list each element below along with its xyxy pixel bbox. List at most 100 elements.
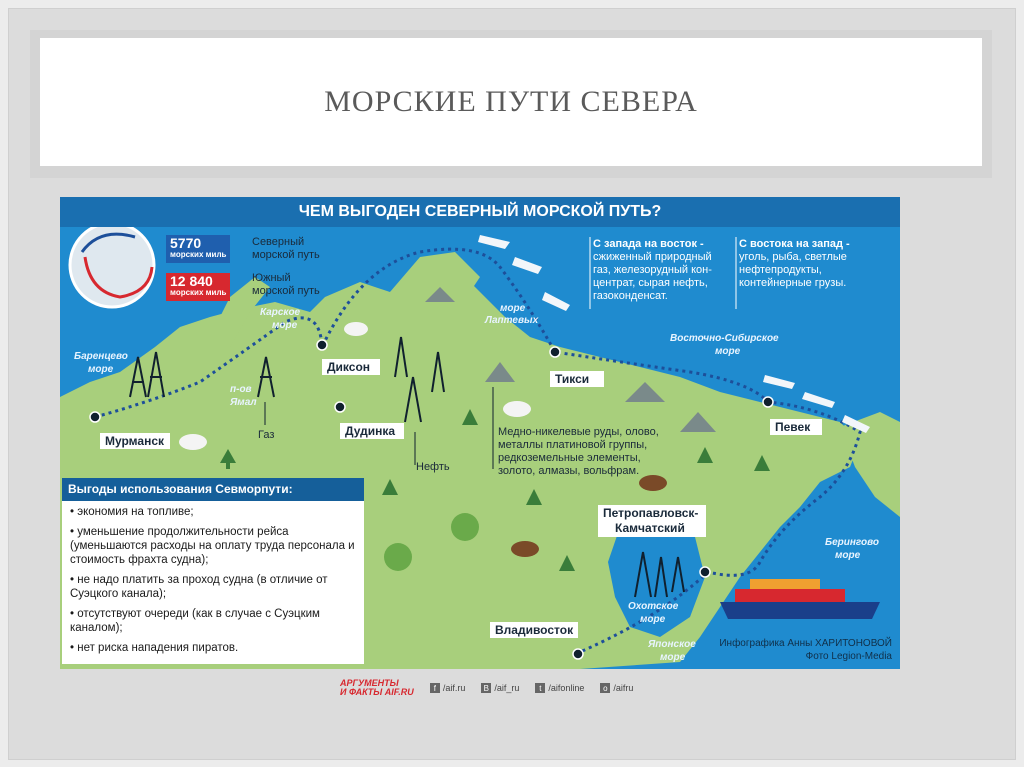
globe-south-route bbox=[83, 256, 154, 299]
sea-labels: Баренцево море Карское море море Лаптевы… bbox=[74, 303, 879, 663]
social-vk-text: /aif_ru bbox=[494, 683, 520, 693]
city-petropavlovsk-2: Камчатский bbox=[615, 521, 685, 535]
tree-icon bbox=[451, 513, 479, 541]
marker-pevek bbox=[762, 396, 774, 408]
legend-north-unit: морских миль bbox=[170, 250, 227, 259]
svg-text:нефтепродукты,: нефтепродукты, bbox=[739, 264, 822, 276]
social-twitter[interactable]: t /aifonline bbox=[535, 683, 584, 693]
oil-rig-icon bbox=[394, 336, 445, 423]
tree-icon bbox=[754, 455, 770, 471]
label-yamal-2: Ямал bbox=[229, 397, 257, 408]
svg-text:редкоземельные элементы,: редкоземельные элементы, bbox=[498, 452, 641, 464]
legend-south: 12 840 морских миль bbox=[166, 273, 231, 301]
legend-south-value: 12 840 bbox=[170, 273, 213, 289]
city-tiksi: Тикси bbox=[555, 372, 589, 386]
northern-route bbox=[94, 247, 862, 654]
tree-icon bbox=[384, 543, 412, 571]
footer: АРГУМЕНТЫ И ФАКТЫ AIF.RU f /aif.ru B /ai… bbox=[340, 678, 680, 698]
polar-bear-icon bbox=[503, 401, 531, 417]
polar-bear-icon bbox=[179, 434, 207, 450]
city-murmansk: Мурманск bbox=[105, 434, 165, 448]
svg-text:газ, железорудный кон-: газ, железорудный кон- bbox=[593, 264, 712, 276]
mine-icon bbox=[425, 287, 455, 302]
sea-okhotsk-2: море bbox=[640, 614, 666, 625]
land-kamchatka bbox=[700, 487, 760, 597]
social-facebook-text: /aif.ru bbox=[442, 683, 466, 693]
mine-icon bbox=[625, 382, 665, 402]
svg-text:газоконденсат.: газоконденсат. bbox=[593, 290, 668, 302]
social-vk[interactable]: B /aif_ru bbox=[481, 683, 519, 693]
logo-line-2: И ФАКТЫ AIF.RU bbox=[340, 687, 414, 697]
sea-japan-2: море bbox=[660, 652, 686, 663]
logo-line-1: АРГУМЕНТЫ bbox=[340, 678, 399, 688]
container-cargo bbox=[735, 589, 845, 602]
city-petropavlovsk-1: Петропавловск- bbox=[603, 506, 698, 520]
legend-labels: Северный морской путь Южный морской путь bbox=[252, 236, 320, 297]
icebreaker-icon bbox=[542, 292, 570, 311]
credit-photo: Фото Legion-Media bbox=[805, 651, 892, 662]
list-item: уменьшение продолжительности рейса (умен… bbox=[70, 525, 356, 567]
city-markers bbox=[89, 339, 774, 660]
sea-japan-1: Японское bbox=[647, 639, 696, 650]
brown-bear-icon bbox=[511, 541, 539, 557]
slide-title: МОРСКИЕ ПУТИ СЕВЕРА bbox=[324, 85, 698, 118]
minerals-text: Медно-никелевые руды, олово, металлы пла… bbox=[498, 426, 659, 477]
marker-tiksi bbox=[549, 346, 561, 358]
social-facebook[interactable]: f /aif.ru bbox=[429, 683, 466, 693]
svg-text:С запада на восток -: С запада на восток - bbox=[593, 238, 704, 250]
tree-icons bbox=[220, 409, 770, 571]
tree-icon bbox=[559, 555, 575, 571]
tree-icon bbox=[382, 479, 398, 495]
city-labels: Мурманск Диксон Дудинка Тикси Певек Петр… bbox=[100, 359, 822, 638]
marker-dudinka bbox=[334, 401, 346, 413]
title-inner: МОРСКИЕ ПУТИ СЕВЕРА bbox=[40, 38, 982, 166]
marker-murmansk bbox=[89, 411, 101, 423]
svg-text:Южный: Южный bbox=[252, 272, 291, 284]
tree-icon bbox=[220, 449, 236, 469]
svg-text:контейнерные грузы.: контейнерные грузы. bbox=[739, 277, 846, 289]
sea-barents-2: море bbox=[88, 364, 114, 375]
legend-south-unit: морских миль bbox=[170, 288, 227, 297]
aif-logo[interactable]: АРГУМЕНТЫ И ФАКТЫ AIF.RU bbox=[340, 679, 414, 697]
tree-icon bbox=[462, 409, 478, 425]
land-alaska bbox=[840, 412, 900, 517]
sea-bering-1: Берингово bbox=[825, 537, 879, 548]
oil-rig-icon bbox=[257, 356, 275, 398]
mine-icon bbox=[680, 412, 716, 432]
benefits-list: экономия на топливе; уменьшение продолжи… bbox=[62, 501, 364, 665]
social-odnoklassniki[interactable]: o /aifru bbox=[600, 683, 633, 693]
legend-north: 5770 морских миль bbox=[166, 235, 231, 263]
benefits-heading: Выгоды использования Севморпути: bbox=[62, 478, 364, 501]
infographic: Мурманск Диксон Дудинка Тикси Певек Петр… bbox=[60, 197, 900, 669]
facebook-icon: f bbox=[429, 683, 440, 693]
social-twitter-text: /aifonline bbox=[548, 683, 585, 693]
svg-text:С востока на запад -: С востока на запад - bbox=[739, 238, 850, 250]
credit-infographic: Инфографика Анны ХАРИТОНОВОЙ bbox=[719, 638, 892, 649]
land-taimyr bbox=[390, 252, 480, 297]
brown-bear-icon bbox=[639, 475, 667, 491]
icebreaker-icon bbox=[842, 415, 870, 433]
globe-north-route bbox=[80, 232, 136, 253]
oil-rig-icon bbox=[129, 351, 165, 398]
infographic-title: ЧЕМ ВЫГОДЕН СЕВЕРНЫЙ МОРСКОЙ ПУТЬ? bbox=[60, 197, 900, 227]
west-east-note: С запада на восток - сжиженный природный… bbox=[593, 238, 712, 302]
tree-icon bbox=[697, 447, 713, 463]
vk-icon: B bbox=[481, 683, 492, 693]
label-oil: Нефть bbox=[416, 461, 450, 473]
svg-text:морской путь: морской путь bbox=[252, 285, 320, 297]
mine-icons bbox=[425, 287, 716, 432]
title-box: МОРСКИЕ ПУТИ СЕВЕРА bbox=[30, 30, 992, 178]
icebreaker-icon bbox=[802, 392, 835, 408]
svg-text:морской путь: морской путь bbox=[252, 249, 320, 261]
land-novaya-zemlya bbox=[210, 277, 270, 347]
mine-icon bbox=[485, 362, 515, 382]
legend-north-value: 5770 bbox=[170, 235, 202, 251]
sea-laptev-1: море bbox=[500, 303, 526, 314]
sea-okhotsk-1: Охотское bbox=[628, 601, 679, 612]
icebreaker-icon bbox=[512, 257, 542, 274]
svg-text:Северный: Северный bbox=[252, 236, 304, 248]
city-vladivostok: Владивосток bbox=[495, 623, 574, 637]
bear-icons bbox=[179, 322, 667, 557]
city-dudinka: Дудинка bbox=[345, 424, 395, 438]
east-west-note: С востока на запад - уголь, рыба, светлы… bbox=[739, 238, 850, 289]
